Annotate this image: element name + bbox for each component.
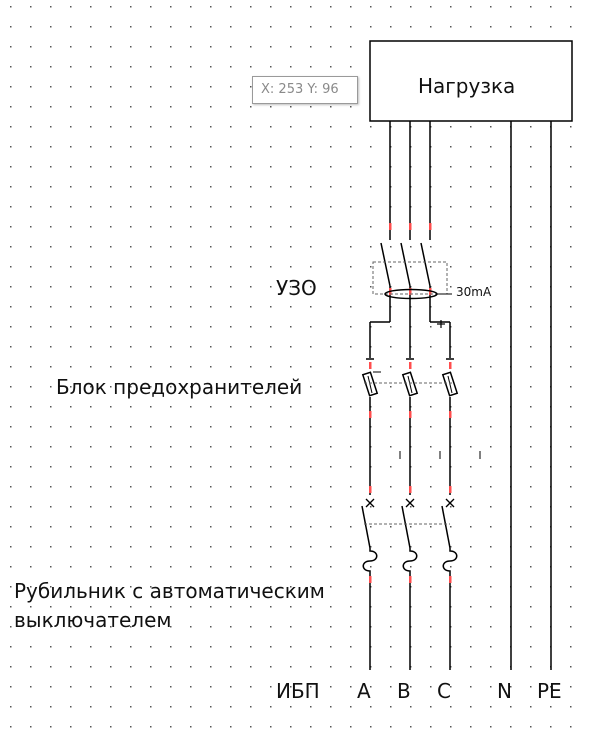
phase-b-label: B	[397, 679, 411, 703]
neutral-label: N	[497, 679, 512, 703]
phase-b-mark-breaker-out	[409, 576, 412, 583]
phase-c-release-coil	[442, 548, 458, 578]
fuse-block-label: Блок предохранителей	[56, 375, 303, 399]
phase-b-mark-fuse-out	[409, 411, 412, 418]
phase-c-breaker-x2	[445, 498, 455, 508]
phase-b-mark-rcd-in	[409, 223, 412, 230]
phase-conductors	[361, 121, 459, 670]
phase-a-fuse-element	[367, 375, 373, 394]
phase-a-breaker-x2	[365, 498, 375, 508]
phase-a-rcd-contact	[380, 242, 391, 287]
phase-a-label: A	[357, 679, 371, 703]
load-label: Нагрузка	[418, 74, 516, 98]
phase-c-label: C	[437, 679, 451, 703]
switch-label-line2: выключателем	[14, 608, 172, 632]
phase-a-group	[361, 121, 391, 670]
load-box[interactable]	[369, 40, 573, 122]
phase-b-fuse-element	[407, 375, 413, 394]
phase-a-mark-breaker-in	[369, 486, 372, 493]
switch-label-line1: Рубильник с автоматическим	[14, 579, 325, 603]
phase-b-release-coil	[402, 548, 418, 578]
phase-b-mark-fuse-in	[409, 362, 412, 369]
phase-c-mark-breaker-in	[449, 486, 452, 493]
phase-a-breaker-blade	[361, 505, 371, 549]
phase-c-rcd-contact	[420, 242, 431, 287]
phase-c-breaker-blade	[441, 505, 451, 549]
phase-b-breaker-blade	[401, 505, 411, 549]
phase-c-mark-breaker-out	[449, 576, 452, 583]
phase-c-mark-rcd-in	[429, 223, 432, 230]
phase-a-release-coil	[362, 548, 378, 578]
phase-c-mark-fuse-in	[449, 362, 452, 369]
phase-a-mark-fuse-in	[369, 362, 372, 369]
coordinate-tooltip: X: 253 Y: 96	[252, 76, 358, 104]
phase-c-fuse-element	[447, 375, 453, 394]
rcd-rating-label: 30mA	[456, 285, 492, 299]
rcd-dashed-box	[372, 261, 448, 295]
phase-b-group	[400, 121, 419, 670]
phase-b-breaker-x2	[405, 498, 415, 508]
phase-c-mark-fuse-out	[449, 411, 452, 418]
phase-b-mark-rcd-out	[409, 288, 412, 295]
rcd-label: УЗО	[276, 276, 317, 300]
phase-a-mark-breaker-out	[369, 576, 372, 583]
phase-b-rcd-contact	[400, 242, 411, 287]
phase-a-mark-rcd-in	[389, 223, 392, 230]
phase-b-mark-breaker-in	[409, 486, 412, 493]
phase-a-mark-fuse-out	[369, 411, 372, 418]
phase-c-group	[420, 121, 459, 670]
ups-label: ИБП	[276, 679, 320, 703]
pe-label: PE	[537, 679, 562, 703]
